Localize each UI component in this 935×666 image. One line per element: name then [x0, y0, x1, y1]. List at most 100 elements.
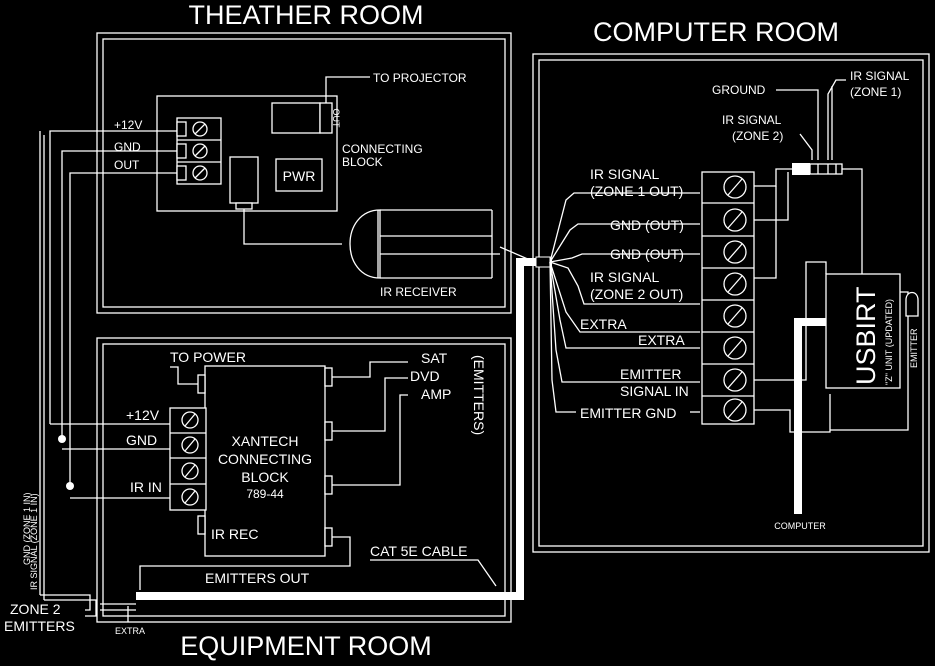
cat5e-leader: [370, 559, 497, 587]
theater-connecting-label-2: BLOCK: [342, 155, 383, 169]
sat-wire: [332, 361, 408, 378]
cterm-1-line2: (ZONE 1 OUT): [590, 183, 683, 199]
output-sat: SAT: [421, 350, 448, 366]
xantech-label-1: XANTECH: [232, 433, 299, 449]
lead-zone1-gnd: [40, 594, 91, 611]
gnd-zone1-in-label: GND (ZONE 1 IN): [22, 492, 32, 565]
theater-terminal-out: OUT: [114, 158, 140, 172]
wire-12v: [49, 130, 177, 424]
extra-label: EXTRA: [115, 626, 145, 636]
stereo-plug: [792, 163, 843, 175]
zone2-lead: [799, 133, 813, 160]
output-amp: AMP: [421, 386, 451, 402]
pwr-label: PWR: [283, 168, 316, 184]
to-projector-wire: [325, 76, 370, 103]
computer-label: COMPUTER: [774, 521, 826, 531]
zone2-emitters-label-1: ZONE 2: [10, 601, 61, 617]
theater-room-title: THEATHER ROOM: [189, 0, 424, 30]
plug-to-term1: [754, 168, 792, 187]
ir-rec-label: IR REC: [211, 526, 258, 542]
lead-zone1-ir: [44, 599, 97, 617]
emitter-probe: [905, 291, 919, 317]
cterm-4-line1: IR SIGNAL: [590, 269, 659, 285]
ir-zone2-label-2: (ZONE 2): [732, 129, 783, 143]
ir-receiver-label: IR RECEIVER: [380, 285, 457, 299]
to-power-wire: [170, 366, 198, 385]
xantech-label-4: 789-44: [246, 487, 284, 501]
xantech-out-tab-3: [324, 475, 333, 495]
xantech-terminal-12v: +12V: [126, 407, 160, 423]
usbirt-sub-label: "Z" UNIT (UPDATED): [884, 299, 894, 385]
theater-connecting-label-1: CONNECTING: [342, 142, 423, 156]
emitters-out-wire: [139, 536, 351, 590]
wire-gnd: [61, 150, 177, 439]
to-power-label: TO POWER: [170, 349, 246, 365]
xantech-block: [204, 365, 326, 557]
junction-irin: [66, 482, 74, 490]
zone1-lead: [827, 79, 846, 160]
xantech-terminal-irin: IR IN: [130, 479, 162, 495]
pwr-box: [275, 158, 323, 192]
ir-signal-zone1-in-label: IR SIGNAL (ZONE 1 IN): [29, 493, 39, 590]
usbirt-box: [825, 273, 901, 389]
cterm-6: EXTRA: [638, 332, 685, 348]
cterm-4-line2: (ZONE 2 OUT): [590, 286, 683, 302]
plug-to-term4: [754, 186, 777, 279]
ir-zone1-label-1: IR SIGNAL: [850, 69, 910, 83]
computer-fanout-wires: [549, 192, 700, 413]
usbirt-label: USBIRT: [851, 286, 881, 385]
emitter-gnd-wire: [754, 394, 831, 433]
receiver-to-cat5: [499, 246, 531, 261]
emitter-signal-wire: [754, 261, 827, 381]
receiver-jack: [229, 156, 259, 204]
emitters-vertical-label: (EMITTERS): [471, 355, 487, 435]
to-projector-label: TO PROJECTOR: [373, 71, 467, 85]
emitters-out-label: EMITTERS OUT: [205, 570, 310, 586]
computer-room-frame: [532, 53, 930, 553]
cable-splice: [535, 256, 551, 268]
ir-receiver: [349, 209, 500, 279]
plug-to-usbirt: [842, 168, 863, 305]
cterm-8: EMITTER GND: [580, 405, 676, 421]
output-dvd: DVD: [410, 368, 440, 384]
ground-label: GROUND: [712, 83, 766, 97]
xantech-terminal-strip: [169, 407, 207, 511]
emitter-loop: [830, 291, 909, 431]
plug-to-term2: [754, 172, 789, 221]
cterm-2: GND (OUT): [610, 217, 684, 233]
xantech-irrec-tab: [197, 515, 206, 535]
cterm-7-line1: EMITTER: [620, 366, 681, 382]
xantech-terminal-gnd: GND: [126, 432, 157, 448]
cterm-1-line1: IR SIGNAL: [590, 166, 659, 182]
projector-out-label: OUT: [331, 109, 341, 129]
xantech-power-tab: [197, 374, 206, 394]
zone2-emitters-label-2: EMITTERS: [4, 618, 75, 634]
xantech-label-2: CONNECTING: [218, 451, 312, 467]
xantech-label-3: BLOCK: [241, 469, 289, 485]
ground-lead: [776, 89, 819, 160]
cat5e-label: CAT 5E CABLE: [370, 543, 468, 559]
computer-room-title: COMPUTER ROOM: [593, 17, 839, 47]
theater-terminal-12v: +12V: [114, 118, 142, 132]
equipment-room-frame: [96, 337, 512, 623]
receiver-cable: [243, 209, 342, 245]
receiver-jack-tip: [235, 202, 253, 210]
wire-out: [69, 172, 177, 486]
xantech-out-tab-4: [324, 527, 333, 547]
emitter-label: EMITTER: [909, 328, 919, 368]
junction-gnd: [58, 435, 66, 443]
amp-wire: [332, 394, 408, 486]
dvd-wire: [332, 377, 408, 432]
ir-zone2-label-1: IR SIGNAL: [722, 113, 782, 127]
projector-connector: [271, 102, 321, 134]
theater-terminal-gnd: GND: [114, 140, 141, 154]
ir-zone1-label-2: (ZONE 1): [850, 85, 901, 99]
xantech-out-tab-2: [324, 421, 333, 441]
projector-out-tab: [319, 102, 333, 134]
usb-cable: [794, 318, 826, 514]
xantech-out-tab-1: [324, 367, 333, 387]
cterm-5: EXTRA: [580, 316, 627, 332]
equipment-room-title: EQUIPMENT ROOM: [180, 631, 432, 661]
